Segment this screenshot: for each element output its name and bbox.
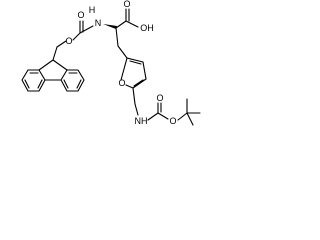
ch2-o-bond (56, 40, 67, 48)
atom-o-carbamate-double: O (77, 10, 84, 20)
fluorene-right-ring-double-3 (76, 79, 82, 89)
boc-aminomethyl: NH O O (132, 87, 201, 126)
alpha-amine: H N (89, 5, 102, 28)
amino-acid-core: O OH (103, 0, 154, 59)
nh-boc-carbonyl-bond (147, 112, 159, 121)
furan-double-c2-c3 (129, 60, 142, 65)
fluorene-left-ring-double-2 (24, 79, 30, 89)
o-tbu-bond (177, 112, 188, 121)
furan-double-c4-c5 (133, 79, 144, 87)
fluorene-c9-right (52, 59, 68, 71)
furan-c2-c3 (126, 57, 144, 63)
beta-ch2-furan-bond (117, 45, 128, 59)
fluorene-left-ring-double-3 (37, 79, 43, 89)
fluorene-group (21, 59, 85, 92)
c5-ch2-bond (132, 87, 136, 105)
furan-ring: O (118, 57, 147, 89)
alpha-carbon-wedge (103, 24, 117, 29)
atom-nh-boc: NH (135, 116, 148, 126)
fluorene-c9-left (38, 59, 54, 71)
carbonyl-nh-bond (79, 25, 94, 34)
furan-c5-o (125, 84, 134, 89)
boc-c-o-ester-bond (157, 112, 169, 120)
fmoc-linker: O O (52, 10, 94, 61)
atom-h-alpha: H (89, 5, 96, 15)
c9-ch2-bond (52, 46, 58, 61)
atom-o-furan: O (118, 78, 125, 88)
atom-o-boc-double: O (156, 93, 163, 103)
atom-o-acid-double: O (123, 0, 130, 9)
ch2-nh-bond (134, 103, 139, 116)
chemical-structure: O O H N O OH O NH (21, 0, 201, 126)
alpha-c-cooh-bond (115, 20, 127, 29)
atom-o-carbamate-ester: O (65, 36, 72, 46)
alpha-c-beta-ch2-bond (115, 27, 119, 47)
acid-c-oh-bond (125, 20, 139, 28)
atom-o-boc-ester: O (169, 116, 176, 126)
furan-c3-c4 (142, 61, 147, 80)
atom-n-alpha: N (95, 18, 102, 28)
furan-c4-c5 (132, 78, 147, 89)
fluorene-right-ring-double-2 (63, 79, 69, 89)
structure-canvas: O O H N O OH O NH (0, 0, 222, 141)
o-carbonyl-bond (72, 32, 81, 41)
tbu-methyl-3 (186, 112, 194, 126)
furan-o-c2 (120, 57, 128, 81)
atom-oh-acid: OH (140, 23, 154, 33)
